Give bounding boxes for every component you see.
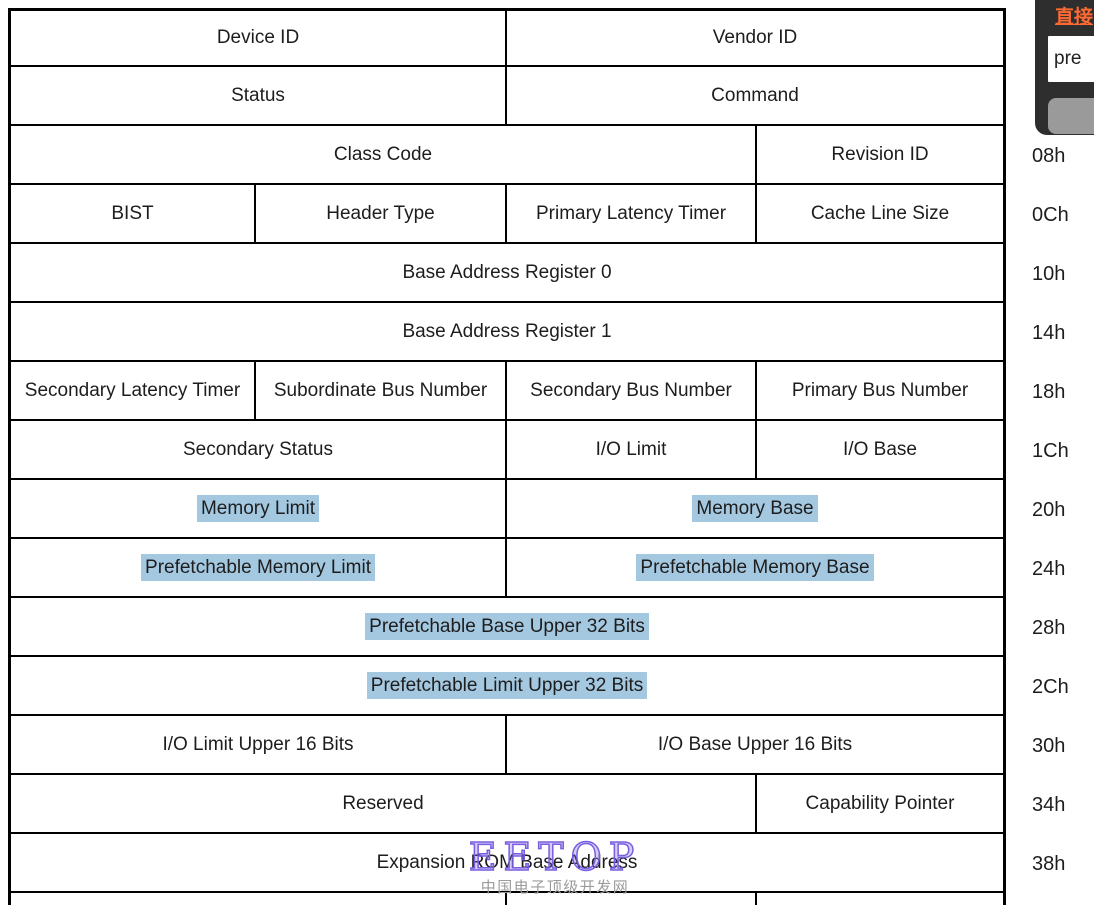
register-label: Header Type (326, 202, 435, 224)
register-cell: I/O Limit (507, 421, 757, 480)
register-cell: BIST (11, 185, 256, 244)
register-cell: Capability Pointer (757, 775, 1003, 834)
register-label: Secondary Latency Timer (24, 379, 241, 401)
partial-next-row (8, 893, 1006, 905)
register-cell: Subordinate Bus Number (256, 362, 507, 421)
register-cell: Prefetchable Limit Upper 32 Bits (11, 657, 1003, 716)
offset-label: 34h (1032, 793, 1066, 816)
register-label: I/O Base (843, 438, 917, 460)
register-cell: Secondary Status (11, 421, 507, 480)
register-cell: Header Type (256, 185, 507, 244)
register-label: Secondary Status (183, 438, 333, 460)
register-cell: I/O Base Upper 16 Bits (507, 716, 1003, 775)
register-cell: I/O Limit Upper 16 Bits (11, 716, 507, 775)
find-input[interactable] (1048, 36, 1094, 82)
find-widget-panel: 直接 (1035, 0, 1094, 135)
register-cell: Command (507, 67, 1003, 126)
offset-label: 24h (1032, 557, 1066, 580)
register-cell: Class Code (11, 126, 757, 185)
register-label: I/O Limit (595, 438, 667, 460)
register-cell: Vendor ID (507, 11, 1003, 67)
register-label: Revision ID (831, 143, 929, 165)
selection-highlight: Prefetchable Memory Base (636, 553, 874, 582)
column-divider (755, 893, 757, 905)
register-label: Class Code (333, 143, 433, 165)
offset-label: 0Ch (1032, 203, 1069, 226)
register-label: Base Address Register 0 (402, 261, 612, 283)
offset-label: 08h (1032, 144, 1066, 167)
register-cell: Device ID (11, 11, 507, 67)
register-label: Cache Line Size (810, 202, 950, 224)
register-cell: Prefetchable Base Upper 32 Bits (11, 598, 1003, 657)
register-cell: I/O Base (757, 421, 1003, 480)
register-label: Base Address Register 1 (402, 320, 612, 342)
selection-highlight: Memory Limit (196, 494, 319, 523)
offset-label: 28h (1032, 616, 1066, 639)
register-cell: Memory Limit (11, 480, 507, 539)
offset-label: 1Ch (1032, 439, 1069, 462)
register-label: BIST (111, 202, 154, 224)
register-cell: Base Address Register 1 (11, 303, 1003, 362)
widget-button[interactable] (1048, 98, 1094, 134)
register-label: Secondary Bus Number (530, 379, 732, 401)
register-label: Expansion ROM Base Address (376, 851, 638, 873)
register-label: I/O Base Upper 16 Bits (657, 733, 853, 755)
selection-highlight: Memory Base (692, 494, 818, 523)
register-label: Reserved (342, 792, 424, 814)
selection-highlight: Prefetchable Base Upper 32 Bits (365, 612, 649, 641)
offset-label: 30h (1032, 734, 1066, 757)
offset-label: 10h (1032, 262, 1066, 285)
register-label: Subordinate Bus Number (273, 379, 488, 401)
register-cell: Primary Latency Timer (507, 185, 757, 244)
register-cell: Expansion ROM Base Address (11, 834, 1003, 893)
register-cell: Prefetchable Memory Limit (11, 539, 507, 598)
widget-link[interactable]: 直接 (1055, 7, 1094, 28)
register-cell: Cache Line Size (757, 185, 1003, 244)
register-cell: Reserved (11, 775, 757, 834)
register-label: I/O Limit Upper 16 Bits (162, 733, 354, 755)
register-cell: Memory Base (507, 480, 1003, 539)
register-cell: Secondary Bus Number (507, 362, 757, 421)
register-label: Capability Pointer (805, 792, 955, 814)
offset-label: 20h (1032, 498, 1066, 521)
register-label: Primary Latency Timer (535, 202, 727, 224)
selection-highlight: Prefetchable Memory Limit (141, 553, 375, 582)
register-label: Status (231, 84, 285, 106)
register-label: Vendor ID (712, 27, 798, 49)
register-cell: Primary Bus Number (757, 362, 1003, 421)
offset-label: 38h (1032, 852, 1066, 875)
register-label: Primary Bus Number (791, 379, 969, 401)
register-label: Command (711, 84, 799, 106)
register-cell: Status (11, 67, 507, 126)
register-cell: Revision ID (757, 126, 1003, 185)
column-divider (505, 893, 507, 905)
offset-label: 2Ch (1032, 675, 1069, 698)
register-label: Device ID (216, 27, 300, 49)
offset-label: 14h (1032, 321, 1066, 344)
register-cell: Base Address Register 0 (11, 244, 1003, 303)
offset-label: 18h (1032, 380, 1066, 403)
selection-highlight: Prefetchable Limit Upper 32 Bits (366, 671, 648, 700)
register-cell: Secondary Latency Timer (11, 362, 256, 421)
register-cell: Prefetchable Memory Base (507, 539, 1003, 598)
